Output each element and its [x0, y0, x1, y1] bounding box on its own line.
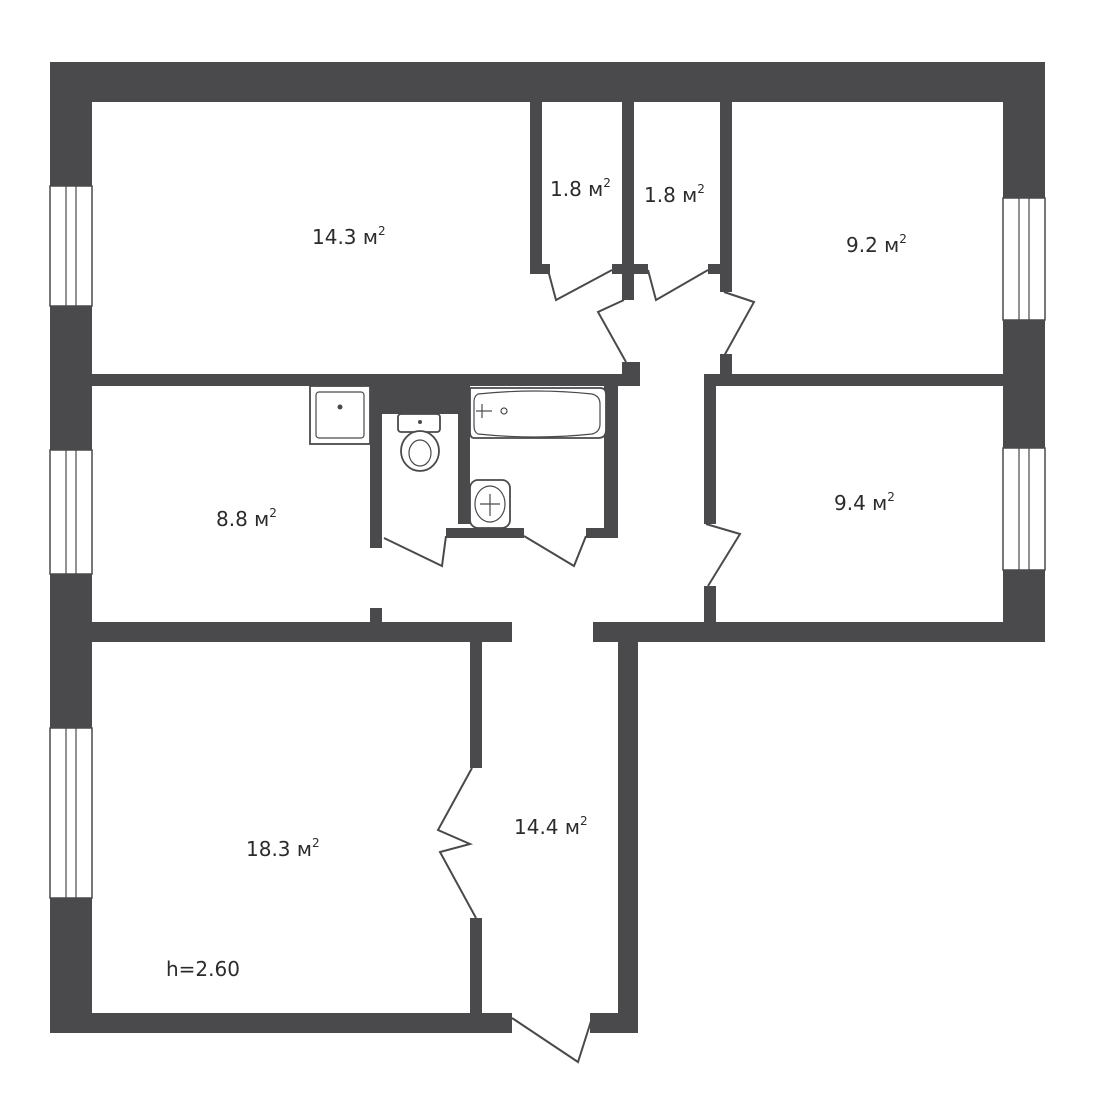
- hallway-label: 14.4 м2: [514, 814, 588, 839]
- windows: [49, 185, 1046, 899]
- closet-2-label: 1.8 м2: [644, 182, 705, 207]
- room-mid-right-label: 9.4 м2: [834, 490, 895, 515]
- window-left-2: [49, 449, 93, 575]
- room-top-left-label: 14.3 м2: [312, 224, 386, 249]
- door-toilet: [383, 535, 447, 568]
- toilet-icon: [397, 413, 441, 472]
- room-bottom-left-label: 18.3 м2: [246, 836, 320, 861]
- window-right-2: [1002, 447, 1046, 571]
- door-entrance: [511, 1017, 593, 1064]
- sink-icon: [469, 479, 511, 529]
- kitchen-label: 8.8 м2: [216, 506, 277, 531]
- room-top-right-label: 9.2 м2: [846, 232, 907, 257]
- outer-walls: [50, 62, 1045, 1033]
- stove-icon: [309, 385, 371, 445]
- interior-walls: [92, 102, 1004, 1013]
- door-room-top-right: [723, 291, 756, 357]
- door-closet-2: [647, 269, 709, 302]
- door-room-bottom-left: [436, 767, 477, 919]
- room-labels: 14.3 м2 1.8 м2 1.8 м2 9.2 м2 8.8 м2 9.4 …: [166, 176, 907, 981]
- window-right-1: [1002, 197, 1046, 321]
- bathtub-icon: [469, 387, 607, 439]
- door-bathroom: [523, 535, 587, 568]
- fixtures: [309, 385, 607, 529]
- door-room-mid-right: [705, 523, 742, 587]
- doors: [383, 269, 756, 1064]
- window-left-3: [49, 727, 93, 899]
- door-room-top-left: [596, 299, 627, 363]
- window-left-1: [49, 185, 93, 307]
- ceiling-height-label: h=2.60: [166, 957, 240, 981]
- door-closet-1: [547, 269, 613, 302]
- closet-1-label: 1.8 м2: [550, 176, 611, 201]
